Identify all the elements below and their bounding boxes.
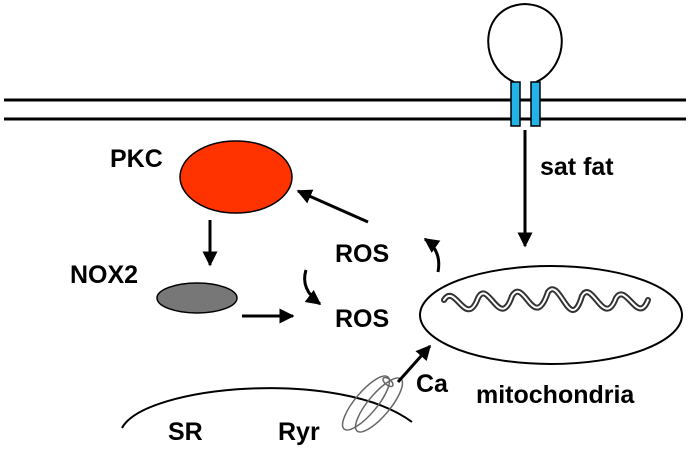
mito-to-ros-curved-arrow	[423, 237, 441, 273]
cell-membrane	[4, 98, 686, 121]
ca-arrow	[396, 344, 432, 383]
channel-left	[510, 81, 521, 127]
ros-conversion-curved-arrow	[303, 269, 322, 306]
nox2-label: NOX2	[70, 261, 138, 289]
ros-to-pkc-arrow	[296, 189, 369, 224]
mitochondria-label: mitochondria	[476, 381, 635, 409]
receptor	[487, 2, 563, 127]
channel-right	[530, 81, 541, 127]
ryr-label: Ryr	[278, 418, 320, 446]
ros-upper-label: ROS	[335, 240, 389, 268]
nox2-node	[156, 282, 238, 314]
sat-fat-label: sat fat	[540, 153, 614, 181]
ros-lower-label: ROS	[335, 305, 389, 333]
sr-label: SR	[168, 418, 203, 446]
sr-membrane	[121, 387, 413, 429]
pkc-node	[179, 140, 293, 214]
mitochondrion	[419, 265, 683, 365]
pkc-label: PKC	[110, 145, 163, 173]
ca-label: Ca	[416, 370, 449, 398]
